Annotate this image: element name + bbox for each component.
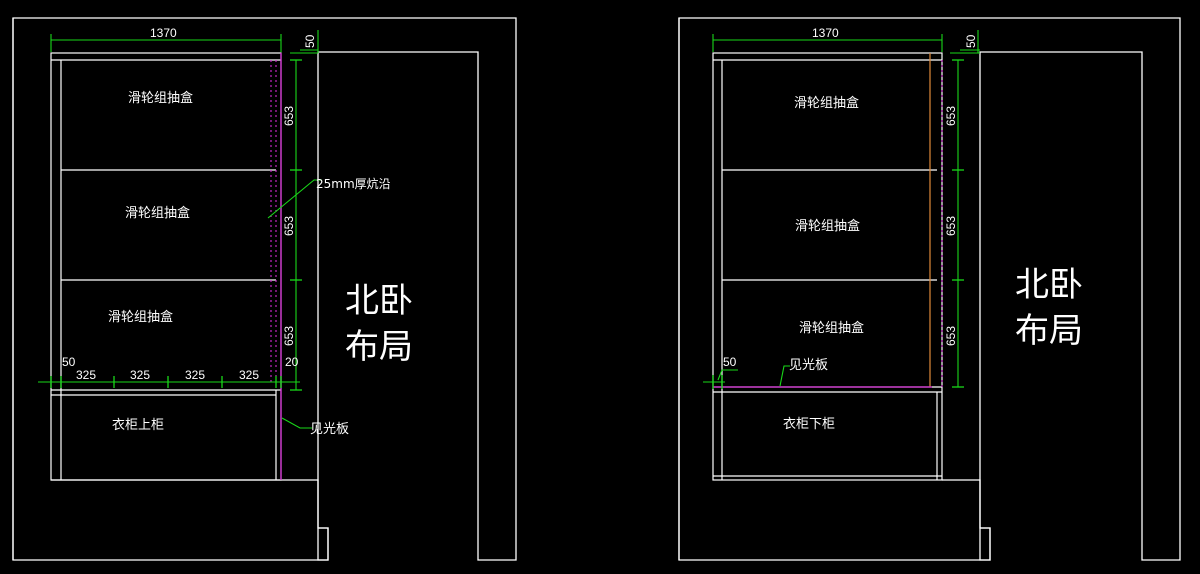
- left-cabinet-label: 衣柜上柜: [112, 417, 164, 433]
- right-dim-v2: 653: [944, 216, 958, 236]
- left-edge-note: 25mm厚炕沿: [316, 176, 391, 191]
- left-dim-b3: 325: [185, 368, 205, 382]
- left-wall-inner: [12, 18, 329, 561]
- right-drawer-label-2: 滑轮组抽盒: [795, 218, 860, 234]
- right-layout-drawing: 1370 50 653 653 653 滑轮组抽盒 滑轮组抽盒 滑轮组抽盒 北卧…: [678, 17, 1181, 561]
- left-dim-v3: 653: [282, 326, 296, 346]
- right-cabinet-label: 衣柜下柜: [783, 416, 835, 432]
- right-drawer-label-3: 滑轮组抽盒: [799, 320, 864, 336]
- left-dim-small-right: 20: [285, 355, 299, 369]
- left-drawer-label-1: 滑轮组抽盒: [128, 90, 193, 106]
- left-dim-v2: 653: [282, 216, 296, 236]
- left-edge-leader: [267, 179, 322, 219]
- left-drawer-label-2: 滑轮组抽盒: [125, 205, 190, 221]
- right-cabinet-frame: [712, 52, 943, 481]
- right-panel-note: 见光板: [789, 358, 828, 373]
- left-panel-note: 见光板: [310, 422, 349, 437]
- left-dim-b1: 325: [76, 368, 96, 382]
- left-dim-v1: 653: [282, 106, 296, 126]
- right-dim-v1: 653: [944, 106, 958, 126]
- left-drawer-label-3: 滑轮组抽盒: [108, 309, 173, 325]
- right-dim-small-leader: [717, 369, 738, 381]
- right-dim-top-text: 1370: [812, 26, 839, 40]
- right-dim-50-text: 50: [964, 34, 978, 48]
- left-dim-50-text: 50: [303, 34, 317, 48]
- left-dim-small-left: 50: [62, 355, 76, 369]
- left-layout-drawing: 1370 50 653 653 653 滑轮组抽盒 滑轮组抽盒 滑轮组抽盒 25…: [12, 17, 517, 561]
- right-panel-leader: [779, 365, 790, 387]
- left-dim-top-text: 1370: [150, 26, 177, 40]
- right-dim-v3: 653: [944, 326, 958, 346]
- left-wall-outline: [12, 17, 517, 561]
- left-panel-leader: [281, 417, 312, 429]
- left-dim-b2: 325: [130, 368, 150, 382]
- left-dim-b4: 325: [239, 368, 259, 382]
- right-wall-inner: [678, 18, 991, 561]
- left-title-line2: 布局: [345, 327, 413, 367]
- right-dim-small-left: 50: [723, 355, 737, 369]
- right-drawer-label-1: 滑轮组抽盒: [794, 95, 859, 111]
- left-cabinet-frame: [50, 52, 282, 481]
- right-title-line1: 北卧: [1015, 265, 1083, 305]
- left-title-line1: 北卧: [345, 281, 413, 321]
- right-title-line2: 布局: [1015, 311, 1083, 351]
